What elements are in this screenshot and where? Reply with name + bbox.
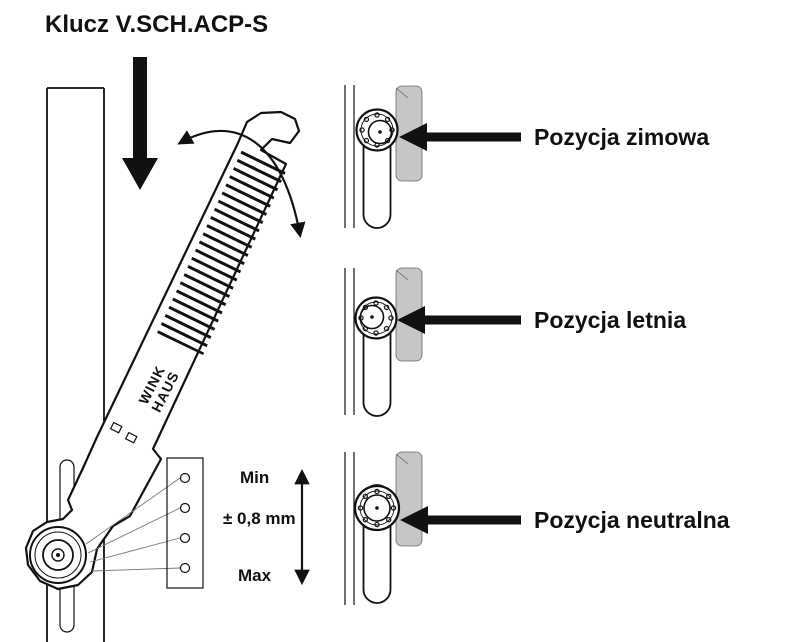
detail-hole-4 [179, 562, 191, 574]
tolerance-label: ± 0,8 mm [223, 509, 296, 528]
down-arrow-icon [122, 57, 158, 190]
min-label: Min [240, 468, 269, 487]
pointer-arrow-letnia-icon [397, 306, 521, 334]
pointer-arrow-zimowa-icon [399, 123, 521, 151]
page-title: Klucz V.SCH.ACP-S [45, 11, 268, 38]
position-diagram-letnia: Pozycja letnia [344, 267, 686, 417]
cam-zimowa [355, 108, 399, 152]
position-diagram-zimowa: Pozycja zimowa [344, 85, 709, 229]
cam-letnia [354, 296, 398, 340]
rotation-arrow-icon [177, 129, 306, 239]
key-hole-2 [124, 431, 138, 444]
detail-strip [166, 457, 204, 589]
detail-hole-2 [179, 502, 191, 514]
cam-neutralna [353, 484, 401, 532]
strike-plate [395, 451, 423, 547]
key-hole-1 [109, 421, 123, 434]
label-zimowa: Pozycja zimowa [534, 124, 709, 150]
label-letnia: Pozycja letnia [534, 307, 686, 333]
pointer-arrow-neutralna-icon [400, 506, 521, 534]
position-diagram-neutralna: Pozycja neutralna [344, 451, 730, 605]
max-label: Max [238, 566, 272, 585]
detail-hole-1 [179, 472, 191, 484]
key-cam [29, 526, 87, 584]
leader-lines [85, 477, 181, 572]
detail-hole-3 [179, 532, 191, 544]
adjustment-detail-panel: Min ± 0,8 mm Max [85, 457, 310, 589]
label-neutralna: Pozycja neutralna [534, 507, 730, 533]
